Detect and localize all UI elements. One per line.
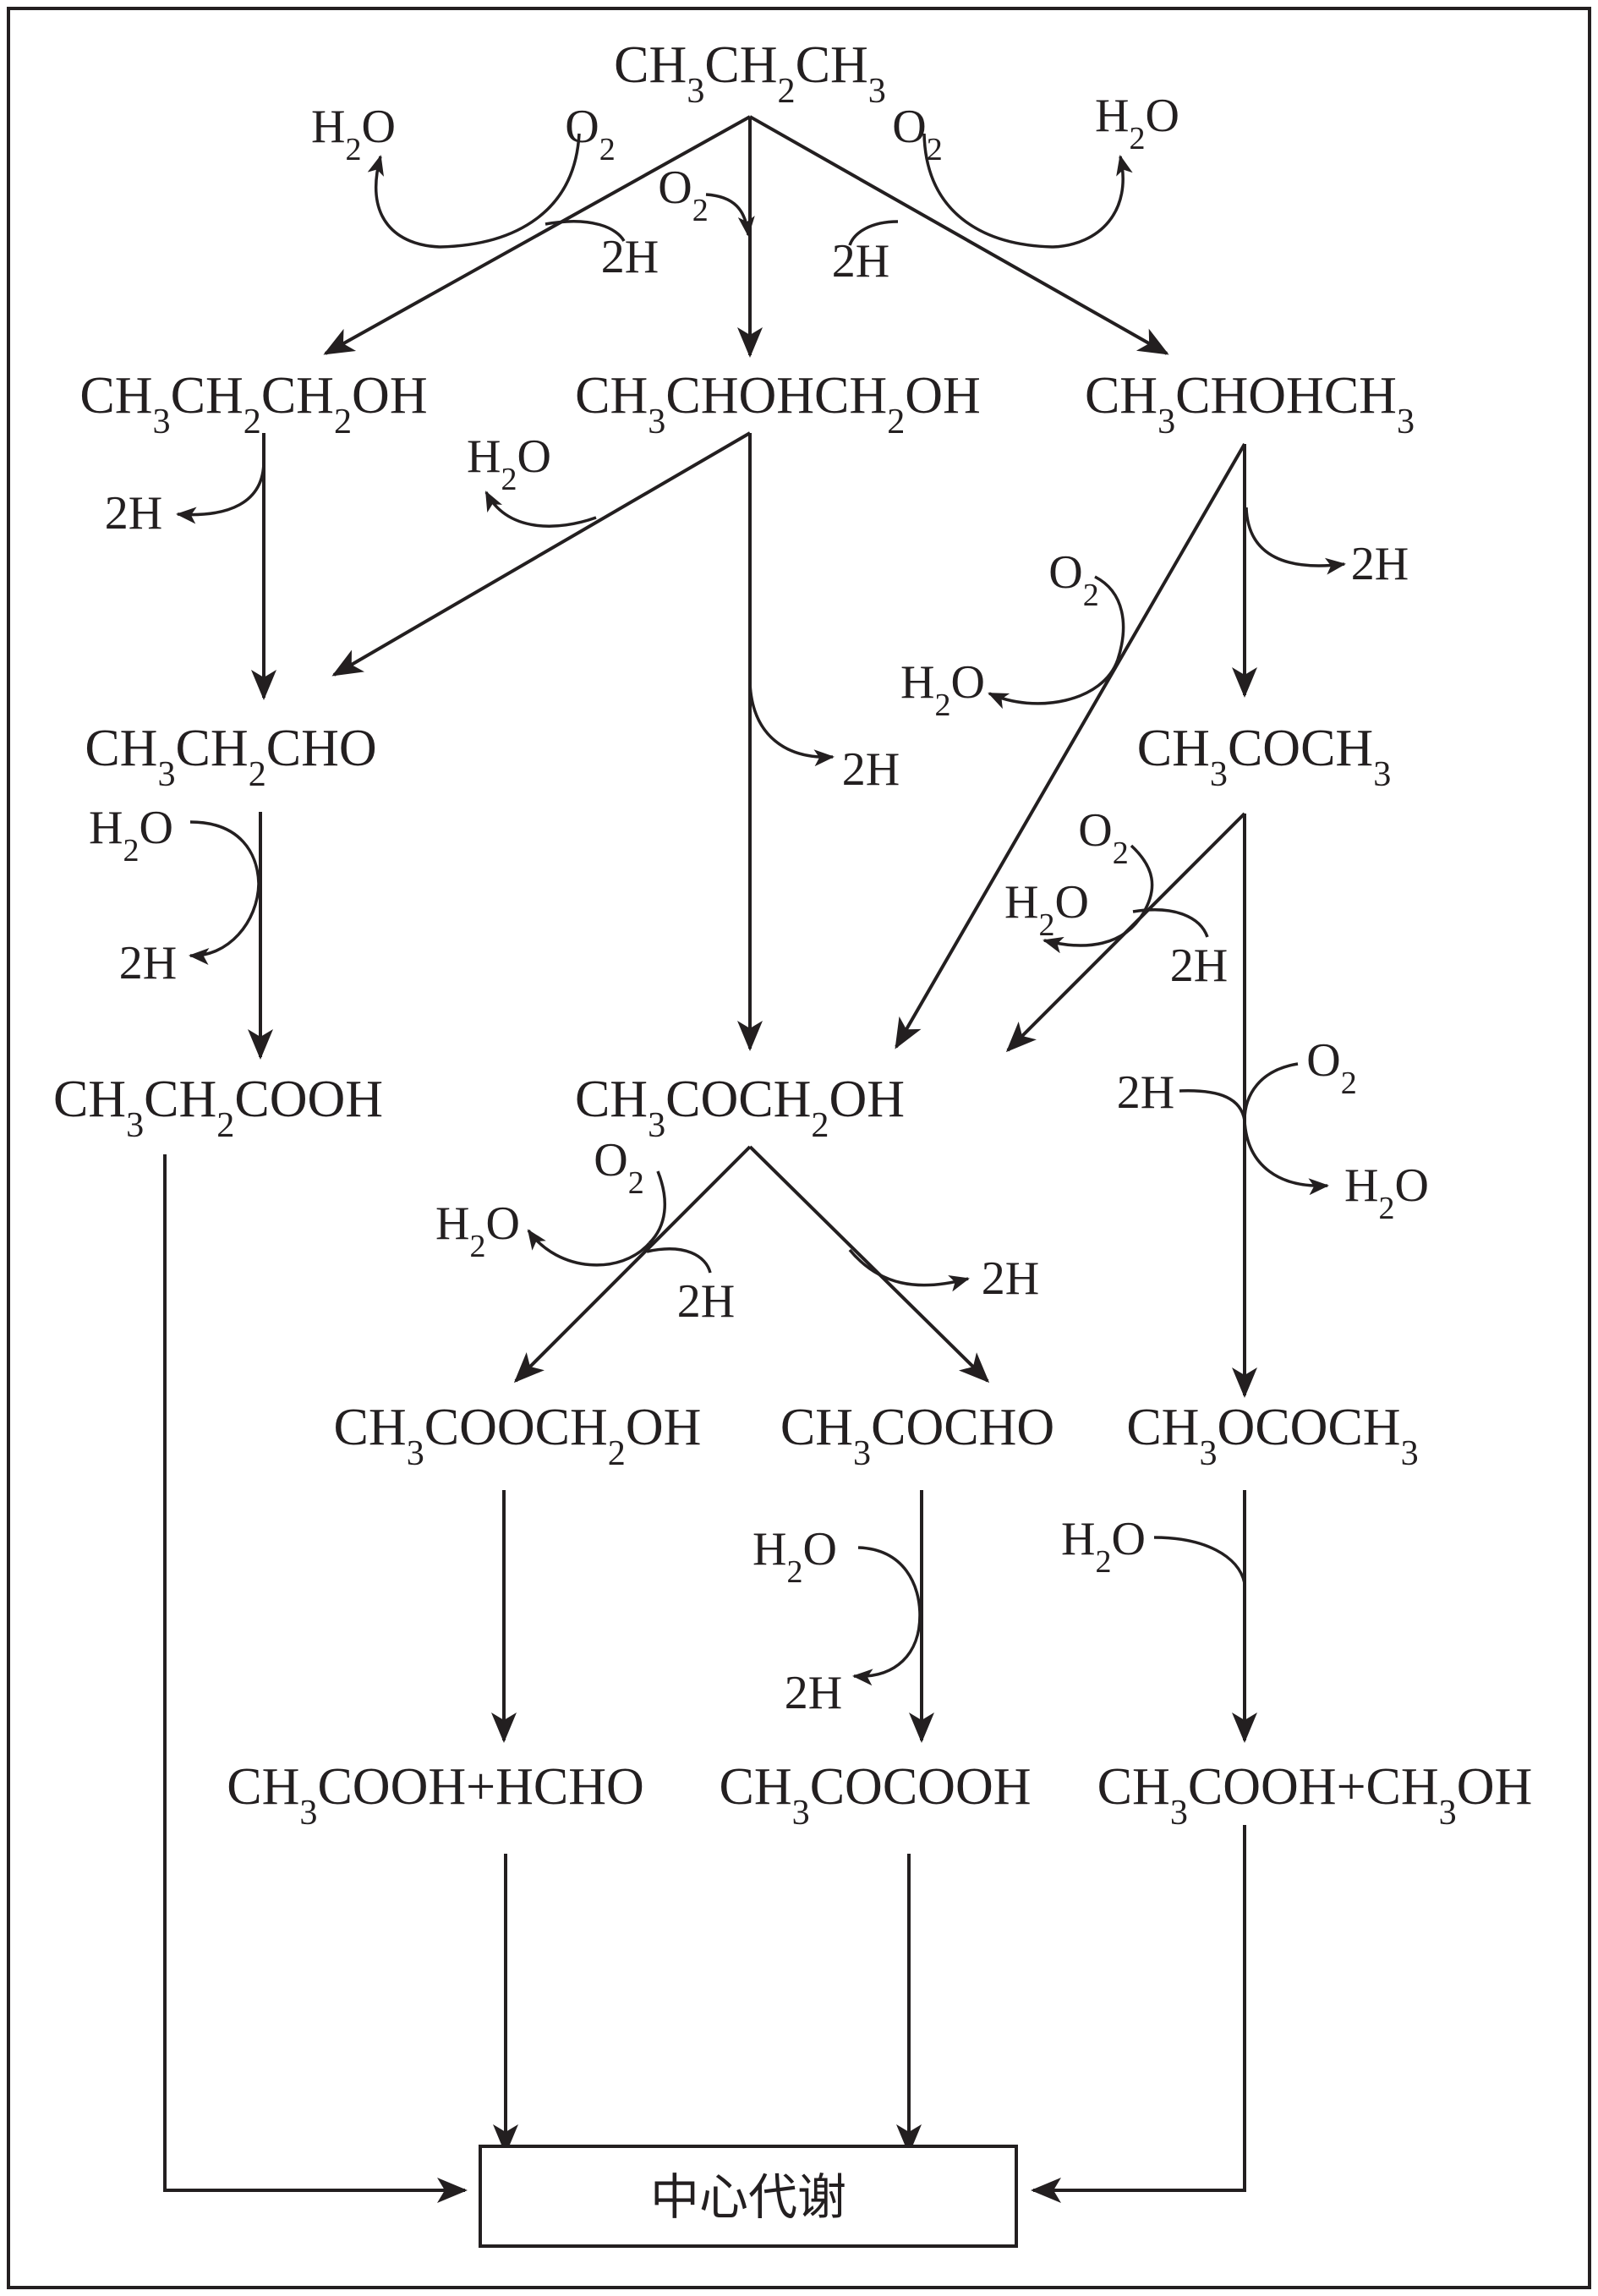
label-h2o: H2O: [435, 1197, 520, 1264]
compound-methylglyoxal: CH3COCHO: [780, 1399, 1054, 1473]
label-2h: 2H: [842, 743, 900, 796]
compound-hydroxymethyl-acetate: CH3COOCH2OH: [334, 1399, 702, 1473]
curve-h2o-released: [484, 490, 597, 528]
curve-o2-consumed: [922, 133, 1053, 249]
label-2h: 2H: [601, 231, 659, 283]
label-2h: 2H: [105, 487, 162, 540]
curve-2h-released: [545, 220, 626, 242]
compound-acetol: CH3COCH2OH: [575, 1071, 905, 1145]
compound-acetic-acid-formaldehyde: CH3COOH+HCHO: [227, 1758, 644, 1833]
label-o2: O2: [565, 101, 616, 167]
curve-o2-consumed: [705, 193, 755, 237]
curve-h2o-released: [1043, 912, 1145, 954]
arrow-propionic-acid-to-center: [163, 1154, 468, 2203]
label-h2o: H2O: [900, 656, 985, 723]
compound-2-propanol: CH3CHOHCH3: [1085, 367, 1415, 441]
compound-pyruvic-acid: CH3COCOOH: [719, 1758, 1031, 1833]
compound-propane: CH3CH2CH3: [614, 36, 886, 111]
label-h2o: H2O: [89, 802, 173, 869]
curve-2h-released: [748, 682, 835, 767]
central-metabolism-label: 中心代谢: [650, 2168, 846, 2226]
compound-propanediol: CH3CHOHCH2OH: [575, 367, 981, 441]
label-2h: 2H: [1351, 538, 1409, 590]
curve-h2o-released: [527, 1229, 651, 1267]
arrow-acetol-to-methylglyoxal: [748, 1145, 990, 1384]
compound-1-propanol: CH3CH2CH2OH: [79, 367, 427, 441]
curve-2h-released: [848, 220, 899, 246]
compound-propanal: CH3CH2CHO: [85, 720, 376, 794]
curve-h2o-consumed: [1153, 1536, 1246, 1584]
curve-o2-consumed: [648, 1170, 667, 1245]
label-2h: 2H: [785, 1667, 842, 1719]
label-o2: O2: [594, 1134, 644, 1201]
label-2h: 2H: [119, 937, 177, 989]
label-h2o: H2O: [1061, 1513, 1146, 1580]
label-h2o: H2O: [311, 101, 396, 167]
curve-o2-consumed: [1243, 1062, 1299, 1121]
label-o2: O2: [1078, 804, 1129, 871]
curve-h2o-released: [1052, 155, 1133, 249]
compound-methyl-acetate: CH3OCOCH3: [1126, 1399, 1418, 1473]
label-2h: 2H: [1170, 940, 1228, 992]
arrow-acetol-to-hydroxymethyl-acetate: [513, 1145, 752, 1384]
label-2h: 2H: [1117, 1066, 1174, 1119]
curve-o2-consumed: [439, 133, 581, 249]
arrow-acetic-methanol-to-center: [1031, 1825, 1246, 2203]
curve-2h-released: [1132, 908, 1209, 938]
arrow-propane-to-1-propanol: [323, 115, 751, 355]
curve-2h-released: [176, 460, 265, 524]
central-metabolism-box: [479, 2145, 1018, 2248]
arrow-propane-to-2-propanol: [749, 115, 1169, 355]
label-h2o: H2O: [1004, 876, 1089, 943]
compound-acetic-acid-methanol: CH3COOH+CH3OH: [1097, 1758, 1533, 1833]
compound-acetone: CH3COCH3: [1137, 720, 1392, 794]
curve-h2o-consumed: [857, 1546, 922, 1616]
outer-frame: [7, 7, 1591, 2289]
curve-h2o-consumed: [189, 820, 260, 885]
label-h2o: H2O: [752, 1523, 837, 1590]
label-h2o: H2O: [1095, 90, 1179, 156]
label-o2: O2: [1306, 1034, 1357, 1101]
curve-2h-released: [189, 883, 260, 965]
label-2h: 2H: [677, 1275, 735, 1328]
curve-2h-consumed: [1179, 1089, 1246, 1121]
curve-o2-consumed: [1094, 575, 1125, 660]
curve-h2o-released: [1243, 1120, 1329, 1196]
arrow-2-propanol-to-acetol: [895, 442, 1246, 1049]
curve-o2-consumed: [1130, 844, 1154, 914]
label-h2o: H2O: [467, 430, 551, 497]
label-o2: O2: [658, 162, 709, 228]
label-2h: 2H: [832, 235, 889, 288]
label-2h: 2H: [982, 1252, 1039, 1305]
arrow-propanediol-to-propanal: [331, 431, 752, 677]
label-o2: O2: [892, 101, 943, 167]
curve-2h-released: [646, 1247, 712, 1274]
curve-h2o-released: [988, 659, 1119, 710]
curve-2h-released: [852, 1614, 922, 1686]
curve-h2o-released: [367, 155, 441, 249]
curve-2h-released: [1245, 507, 1346, 575]
curve-2h-released: [848, 1248, 970, 1292]
label-o2: O2: [1048, 546, 1099, 613]
label-h2o: H2O: [1344, 1159, 1429, 1226]
compound-propionic-acid: CH3CH2COOH: [53, 1071, 383, 1145]
